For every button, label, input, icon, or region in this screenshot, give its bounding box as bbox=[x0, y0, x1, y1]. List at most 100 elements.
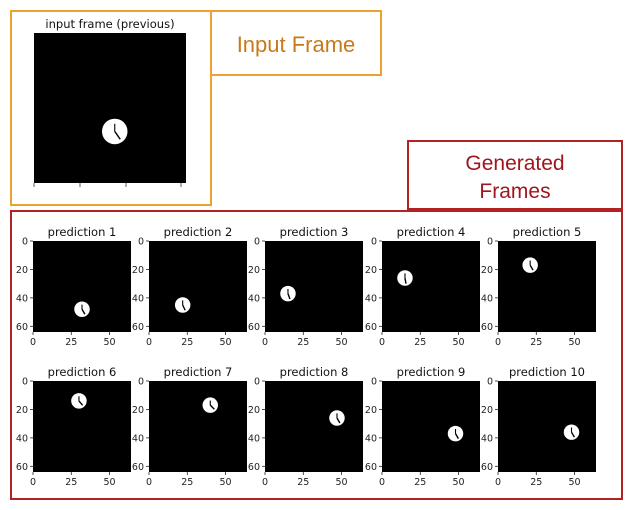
x-tick-label-8-2: 50 bbox=[336, 477, 348, 488]
y-tick-label-4-2: 40 bbox=[365, 293, 377, 304]
clock-hand-8 bbox=[336, 417, 341, 424]
y-tick-label-8-1: 20 bbox=[248, 405, 260, 416]
y-tick-label-5-1: 20 bbox=[481, 265, 493, 276]
clock-hand-7 bbox=[209, 404, 215, 410]
frame-1 bbox=[33, 241, 131, 332]
frame-title-3: prediction 3 bbox=[280, 225, 349, 239]
y-tick-label-6-3: 60 bbox=[16, 462, 28, 473]
frame-input bbox=[34, 33, 186, 183]
x-tick-label-10-1: 25 bbox=[530, 477, 542, 488]
y-tick-label-7-3: 60 bbox=[132, 462, 144, 473]
x-tick-label-10-0: 0 bbox=[495, 477, 501, 488]
x-tick-label-10-2: 50 bbox=[569, 477, 581, 488]
x-tick-label-6-2: 50 bbox=[104, 477, 116, 488]
frame-title-9: prediction 9 bbox=[397, 365, 466, 379]
y-tick-label-9-2: 40 bbox=[365, 433, 377, 444]
y-tick-label-10-2: 40 bbox=[481, 433, 493, 444]
y-tick-label-1-0: 0 bbox=[22, 237, 28, 248]
generated-label-line1: Generated bbox=[465, 152, 565, 175]
x-tick-label-3-2: 50 bbox=[336, 337, 348, 348]
y-tick-label-8-2: 40 bbox=[248, 433, 260, 444]
y-tick-label-6-0: 0 bbox=[22, 377, 28, 388]
frame-title-8: prediction 8 bbox=[280, 365, 349, 379]
x-tick-label-4-2: 50 bbox=[453, 337, 465, 348]
x-tick-label-8-1: 25 bbox=[297, 477, 309, 488]
generated-label-line2: Frames bbox=[479, 180, 551, 203]
y-tick-label-10-0: 0 bbox=[487, 377, 493, 388]
clock-hand-2 bbox=[182, 304, 186, 311]
y-tick-label-3-2: 40 bbox=[248, 293, 260, 304]
y-tick-label-4-1: 20 bbox=[365, 265, 377, 276]
y-tick-label-3-3: 60 bbox=[248, 322, 260, 333]
y-tick-label-2-0: 0 bbox=[138, 237, 144, 248]
frame-5 bbox=[498, 241, 596, 332]
frame-title-4: prediction 4 bbox=[397, 225, 466, 239]
clock-hand-input bbox=[114, 131, 121, 140]
x-tick-label-3-1: 25 bbox=[297, 337, 309, 348]
x-tick-label-3-0: 0 bbox=[262, 337, 268, 348]
frame-title-1: prediction 1 bbox=[48, 225, 117, 239]
frame-3 bbox=[265, 241, 363, 332]
y-tick-label-6-1: 20 bbox=[16, 405, 28, 416]
x-tick-label-1-2: 50 bbox=[104, 337, 116, 348]
clock-hand-1 bbox=[81, 308, 86, 315]
x-tick-label-9-1: 25 bbox=[414, 477, 426, 488]
frame-title-7: prediction 7 bbox=[164, 365, 233, 379]
x-tick-label-9-2: 50 bbox=[453, 477, 465, 488]
y-tick-label-2-1: 20 bbox=[132, 265, 144, 276]
y-tick-label-10-3: 60 bbox=[481, 462, 493, 473]
x-tick-label-9-0: 0 bbox=[379, 477, 385, 488]
y-tick-label-1-1: 20 bbox=[16, 265, 28, 276]
y-tick-label-10-1: 20 bbox=[481, 405, 493, 416]
frame-8 bbox=[265, 381, 363, 472]
frame-4 bbox=[382, 241, 480, 332]
y-tick-label-3-1: 20 bbox=[248, 265, 260, 276]
clock-hand-6 bbox=[78, 400, 84, 406]
generated-frames-panel bbox=[10, 210, 623, 500]
x-tick-label-4-1: 25 bbox=[414, 337, 426, 348]
x-tick-label-8-0: 0 bbox=[262, 477, 268, 488]
input-frame-label-box: Input Frame bbox=[210, 10, 382, 76]
generated-frames-label: Generated Frames bbox=[409, 150, 621, 206]
y-tick-label-9-3: 60 bbox=[365, 462, 377, 473]
x-tick-label-6-1: 25 bbox=[65, 477, 77, 488]
y-tick-label-1-2: 40 bbox=[16, 293, 28, 304]
y-tick-label-6-2: 40 bbox=[16, 433, 28, 444]
y-tick-label-2-3: 60 bbox=[132, 322, 144, 333]
clock-hand-4 bbox=[404, 277, 407, 284]
x-tick-label-2-1: 25 bbox=[181, 337, 193, 348]
x-tick-label-6-0: 0 bbox=[30, 477, 36, 488]
clock-hand-9 bbox=[454, 433, 460, 439]
y-tick-label-5-3: 60 bbox=[481, 322, 493, 333]
frame-title-2: prediction 2 bbox=[164, 225, 233, 239]
clock-hand-5 bbox=[529, 264, 534, 271]
frame-title-input: input frame (previous) bbox=[45, 17, 174, 31]
x-tick-label-1-1: 25 bbox=[65, 337, 77, 348]
x-tick-label-4-0: 0 bbox=[379, 337, 385, 348]
clock-hand-3 bbox=[287, 293, 291, 300]
x-tick-label-5-0: 0 bbox=[495, 337, 501, 348]
y-tick-label-4-0: 0 bbox=[371, 237, 377, 248]
input-frame-label: Input Frame bbox=[236, 32, 356, 57]
x-tick-label-7-1: 25 bbox=[181, 477, 193, 488]
y-tick-label-8-0: 0 bbox=[254, 377, 260, 388]
frame-2 bbox=[149, 241, 247, 332]
y-tick-label-9-0: 0 bbox=[371, 377, 377, 388]
x-tick-label-7-0: 0 bbox=[146, 477, 152, 488]
y-tick-label-5-0: 0 bbox=[487, 237, 493, 248]
y-tick-label-8-3: 60 bbox=[248, 462, 260, 473]
x-tick-label-2-0: 0 bbox=[146, 337, 152, 348]
frame-7 bbox=[149, 381, 247, 472]
y-tick-label-2-2: 40 bbox=[132, 293, 144, 304]
y-tick-label-7-2: 40 bbox=[132, 433, 144, 444]
y-tick-label-4-3: 60 bbox=[365, 322, 377, 333]
y-tick-label-7-1: 20 bbox=[132, 405, 144, 416]
generated-frames-label-box: Generated Frames bbox=[407, 140, 623, 210]
frame-10 bbox=[498, 381, 596, 472]
input-frame-panel bbox=[10, 10, 212, 206]
frame-title-6: prediction 6 bbox=[48, 365, 117, 379]
x-tick-label-5-2: 50 bbox=[569, 337, 581, 348]
x-tick-label-2-2: 50 bbox=[220, 337, 232, 348]
y-tick-label-5-2: 40 bbox=[481, 293, 493, 304]
